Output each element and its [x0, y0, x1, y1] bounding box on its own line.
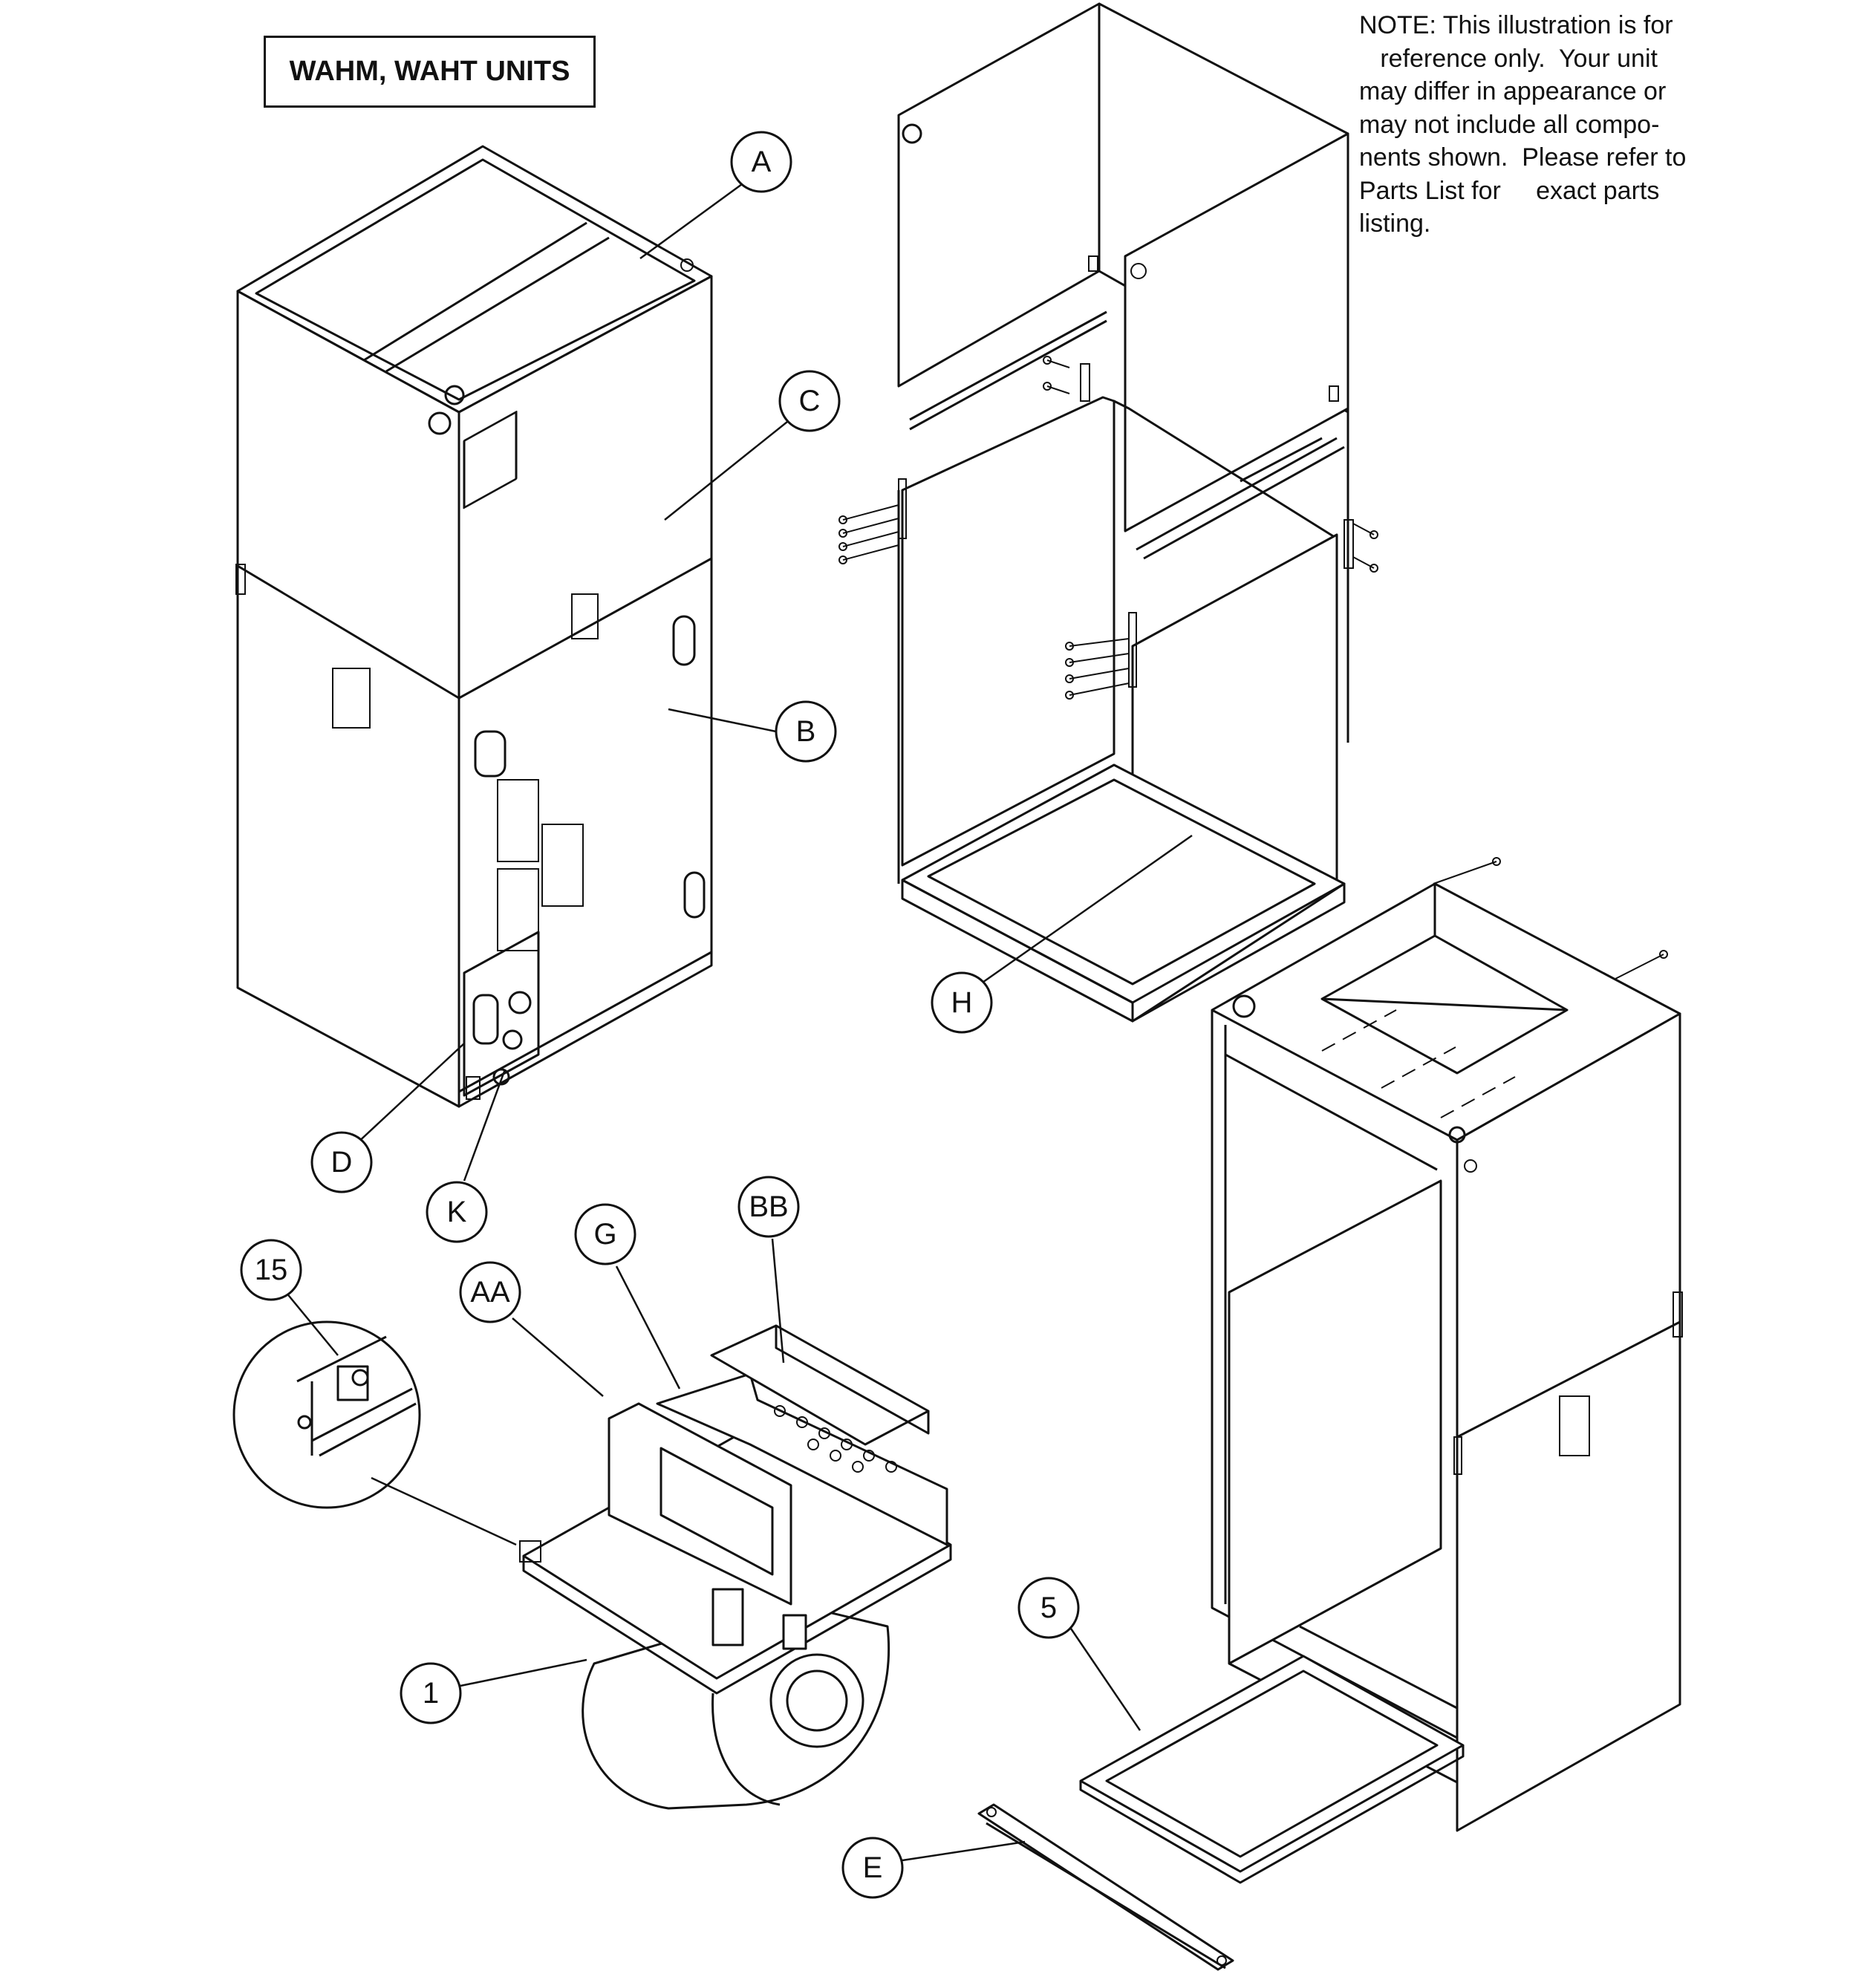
callout-h-label: H: [951, 986, 973, 1019]
callout-k: [426, 1181, 488, 1243]
callout-a-label: A: [752, 146, 772, 178]
filter-tray: [1079, 1655, 1465, 1884]
filter-rail: [977, 1803, 1234, 1971]
callout-b: [775, 700, 837, 763]
callout-b-label: B: [796, 715, 816, 748]
right-cabinet: [1211, 857, 1683, 1832]
assembled-air-handler: [235, 145, 713, 1108]
callout-bb-label: BB: [749, 1190, 788, 1223]
callout-labels: A C B D K H 15 AA G BB: [240, 131, 1193, 1899]
blower-assembly: [519, 1324, 952, 1810]
knockout-holes: [774, 1405, 897, 1473]
callout-g: [574, 1203, 636, 1265]
callout-bb: [737, 1176, 800, 1238]
screw-set: [838, 356, 1378, 700]
callout-e-label: E: [863, 1851, 883, 1884]
callout-1-label: 1: [423, 1677, 439, 1710]
callout-g-label: G: [593, 1218, 616, 1251]
units-title: WAHM, WAHT UNITS: [264, 36, 596, 108]
note-line: Parts List for exact parts: [1359, 176, 1660, 205]
callout-e: [841, 1837, 904, 1899]
note-line: nents shown. Please refer to: [1359, 143, 1687, 172]
callout-1: [400, 1662, 462, 1724]
callout-a: [730, 131, 792, 193]
reference-note: NOTE: This illustration is for reference…: [1359, 9, 1708, 241]
callout-h: [931, 971, 993, 1034]
callout-15-label: 15: [255, 1254, 288, 1286]
note-line: NOTE: This illustration is for: [1359, 11, 1673, 39]
terminal-detail: [232, 1320, 517, 1546]
exploded-cabinet: [838, 2, 1378, 1023]
callout-k-label: K: [447, 1196, 467, 1228]
callout-5-label: 5: [1040, 1592, 1057, 1624]
callout-c: [778, 370, 841, 432]
callout-aa: [459, 1261, 521, 1323]
note-line: listing.: [1359, 209, 1431, 238]
callout-5: [1017, 1577, 1080, 1639]
callout-c-label: C: [799, 385, 821, 417]
note-line: may not include all compo-: [1359, 110, 1660, 139]
callout-d-label: D: [331, 1146, 353, 1179]
callout-d: [310, 1131, 373, 1193]
callout-15: [240, 1239, 302, 1301]
callout-aa-label: AA: [470, 1276, 510, 1309]
note-line: may differ in appearance or: [1359, 77, 1667, 105]
note-line: reference only. Your unit: [1359, 44, 1658, 73]
